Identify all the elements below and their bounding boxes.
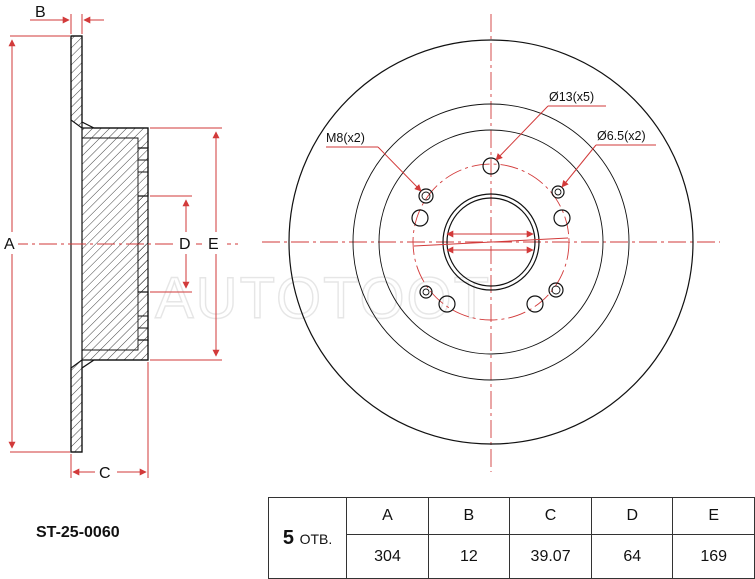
disc-outline bbox=[70, 35, 149, 453]
dim-a-label-bg bbox=[2, 232, 18, 254]
threaded-hole bbox=[418, 188, 434, 204]
dim-d-label: D bbox=[179, 236, 191, 253]
side-view: A B C D E bbox=[2, 4, 240, 482]
center-bore-inner bbox=[446, 197, 536, 287]
locating-hole bbox=[551, 185, 565, 199]
spec-table-value-row: 304 12 39.07 64 169 bbox=[269, 534, 755, 579]
spec-header-a: A bbox=[346, 497, 429, 535]
dim-e-label-bg bbox=[205, 232, 227, 254]
locating-hole-core bbox=[422, 288, 430, 296]
bolt-circle-dim-line bbox=[413, 237, 569, 247]
bolt-hole bbox=[553, 209, 571, 227]
spec-header-c: C bbox=[508, 497, 593, 535]
dim-c-label-bg bbox=[95, 462, 117, 482]
part-number: ST-25-0060 bbox=[36, 524, 120, 541]
threaded-hole bbox=[548, 282, 564, 298]
spec-table-header-row: 5 ОТВ. A B C D E bbox=[267, 497, 755, 579]
holes-count: 5 bbox=[282, 526, 295, 549]
friction-ring-inner-edge bbox=[352, 103, 630, 381]
bolt-circle bbox=[412, 163, 570, 321]
center-bore-outer bbox=[442, 193, 540, 291]
disc-outer-edge bbox=[288, 39, 694, 445]
bolt-hole bbox=[411, 209, 429, 227]
dim-a-label: A bbox=[4, 236, 15, 253]
spec-header-b: B bbox=[427, 497, 510, 535]
threaded-hole-core bbox=[421, 191, 431, 201]
hat-inner-wall bbox=[82, 137, 139, 351]
callout-locating-holes: Ø6.5(x2) bbox=[597, 129, 646, 143]
holes-unit: ОТВ. bbox=[299, 530, 333, 547]
spec-value-a: 304 bbox=[346, 534, 429, 579]
spec-value-b: 12 bbox=[427, 534, 510, 579]
spec-header-d: D bbox=[591, 497, 674, 535]
spec-value-d: 64 bbox=[591, 534, 674, 579]
spec-header-e: E bbox=[672, 497, 755, 535]
holes-count-cell: 5 ОТВ. bbox=[267, 497, 348, 579]
stud-hole-lines bbox=[138, 159, 149, 329]
callout-bolt-holes: Ø13(x5) bbox=[549, 90, 594, 104]
dim-c-label: C bbox=[99, 465, 111, 482]
bolt-hole bbox=[438, 295, 456, 313]
spec-value-c: 39.07 bbox=[508, 534, 593, 579]
threaded-hole-core bbox=[551, 285, 561, 295]
dim-e-label: E bbox=[208, 236, 219, 253]
hat-outer-edge bbox=[378, 129, 604, 355]
watermark-text: AUTOTOOT bbox=[155, 266, 491, 331]
bolt-hole bbox=[482, 157, 500, 175]
dim-d-label-bg bbox=[176, 232, 196, 254]
callout-bolt-holes-leader bbox=[495, 105, 549, 161]
locating-hole bbox=[419, 285, 433, 299]
callout-locating-holes-leader bbox=[561, 144, 597, 188]
spec-table: 5 ОТВ. A B C D E 304 12 39.07 64 169 bbox=[267, 497, 755, 579]
callout-threaded-holes-leader bbox=[377, 146, 422, 192]
dim-b-label: B bbox=[35, 4, 46, 21]
spec-value-e: 169 bbox=[672, 534, 755, 579]
callout-threaded-holes: M8(x2) bbox=[326, 131, 365, 145]
front-view: Ø13(x5) M8(x2) Ø6.5(x2) bbox=[262, 14, 720, 472]
locating-hole-core bbox=[554, 188, 562, 196]
bolt-hole bbox=[526, 295, 544, 313]
